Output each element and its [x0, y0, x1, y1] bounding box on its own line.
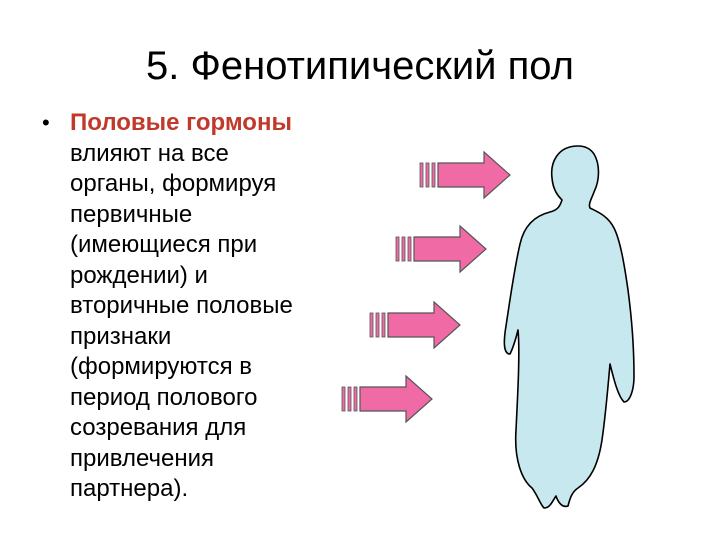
- bullet-line: вторичные половые: [70, 292, 293, 319]
- right-arrow-icon: [369, 300, 461, 350]
- human-silhouette-icon: [503, 145, 635, 509]
- bullet-line: (формируются в: [70, 353, 253, 380]
- bullet-line: созревания для: [70, 414, 247, 441]
- right-arrow-icon: [419, 150, 511, 200]
- bullet-line: признаки: [70, 322, 172, 350]
- bullet-line: партнера).: [70, 475, 189, 502]
- bullet-line: рождении) и: [70, 261, 208, 289]
- right-arrow-icon: [395, 224, 487, 274]
- bullet-line: первичные: [70, 200, 193, 228]
- bullet-lead-text: Половые гормоны: [70, 109, 292, 136]
- bullet-line: влияют на все: [70, 139, 229, 167]
- bullet-marker: •: [42, 110, 50, 135]
- right-arrow-icon: [341, 374, 433, 424]
- bullet-line: привлечения: [70, 444, 215, 472]
- bullet-line: органы, формируя: [70, 170, 277, 197]
- slide-title: 5. Фенотипический пол: [145, 44, 574, 88]
- bullet-text: Половые гормоны влияют на все органы, фо…: [70, 108, 360, 505]
- bullet-line: (имеющиеся при: [70, 231, 258, 258]
- bullet-line: период полового: [70, 383, 258, 411]
